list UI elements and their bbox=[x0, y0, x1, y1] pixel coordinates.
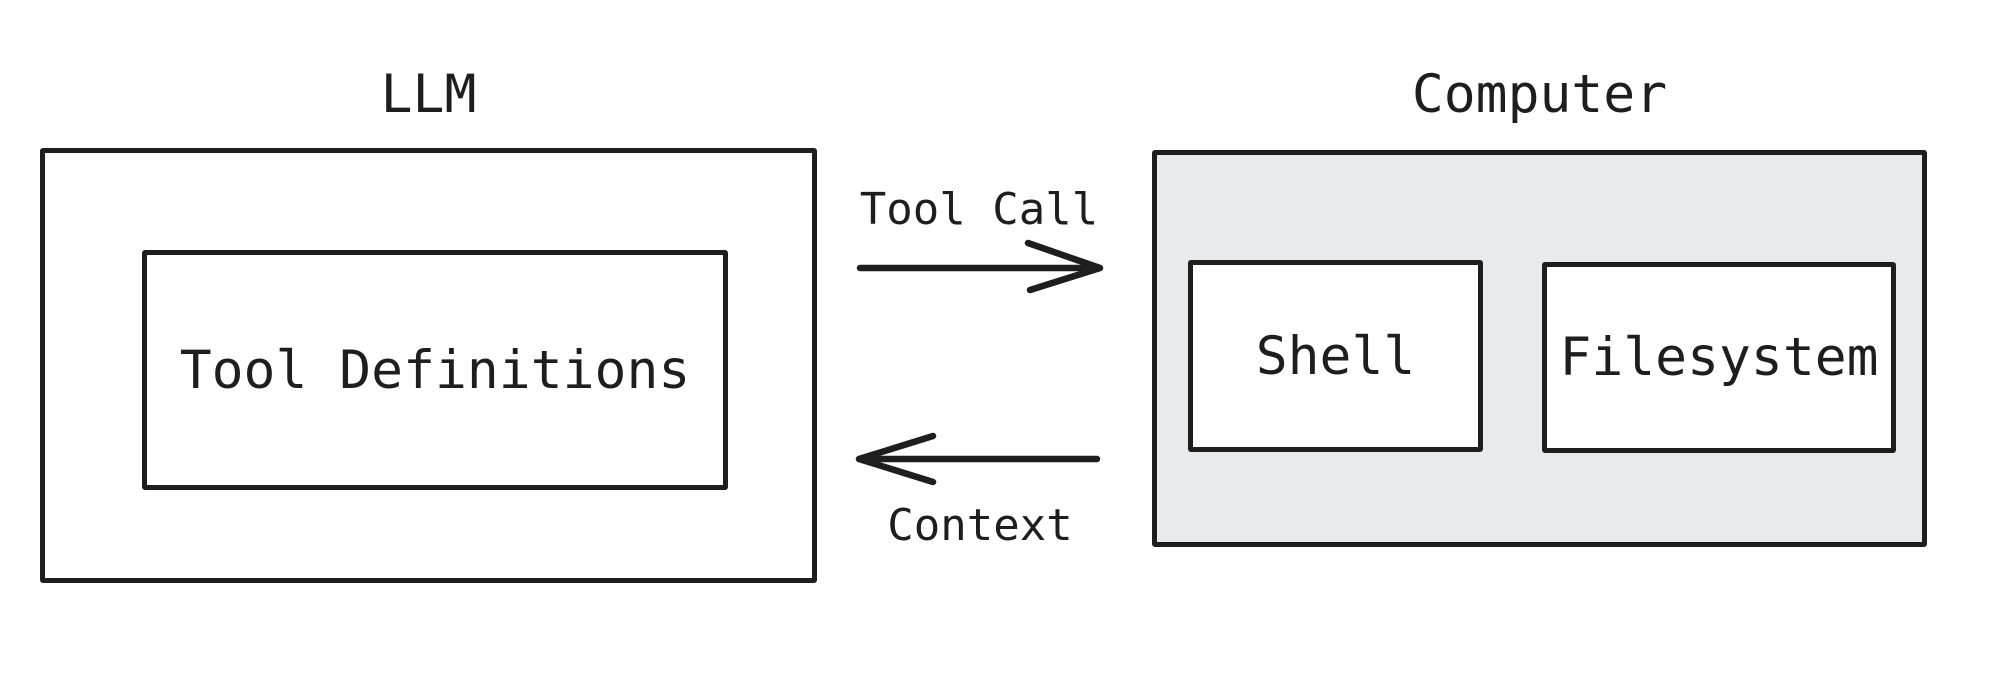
shell-label: Shell bbox=[1255, 325, 1416, 387]
shell-box: Shell bbox=[1188, 260, 1483, 452]
computer-title: Computer bbox=[1411, 64, 1668, 125]
tool-call-label: Tool Call bbox=[859, 184, 1099, 235]
context-label: Context bbox=[887, 500, 1073, 551]
llm-title: LLM bbox=[380, 64, 477, 125]
tool-definitions-box: Tool Definitions bbox=[142, 250, 728, 490]
context-arrow-left-icon bbox=[855, 432, 1101, 486]
filesystem-box: Filesystem bbox=[1542, 262, 1896, 453]
tool-call-arrow-right-icon bbox=[856, 239, 1104, 294]
tool-definitions-label: Tool Definitions bbox=[179, 339, 691, 401]
filesystem-label: Filesystem bbox=[1559, 327, 1879, 388]
